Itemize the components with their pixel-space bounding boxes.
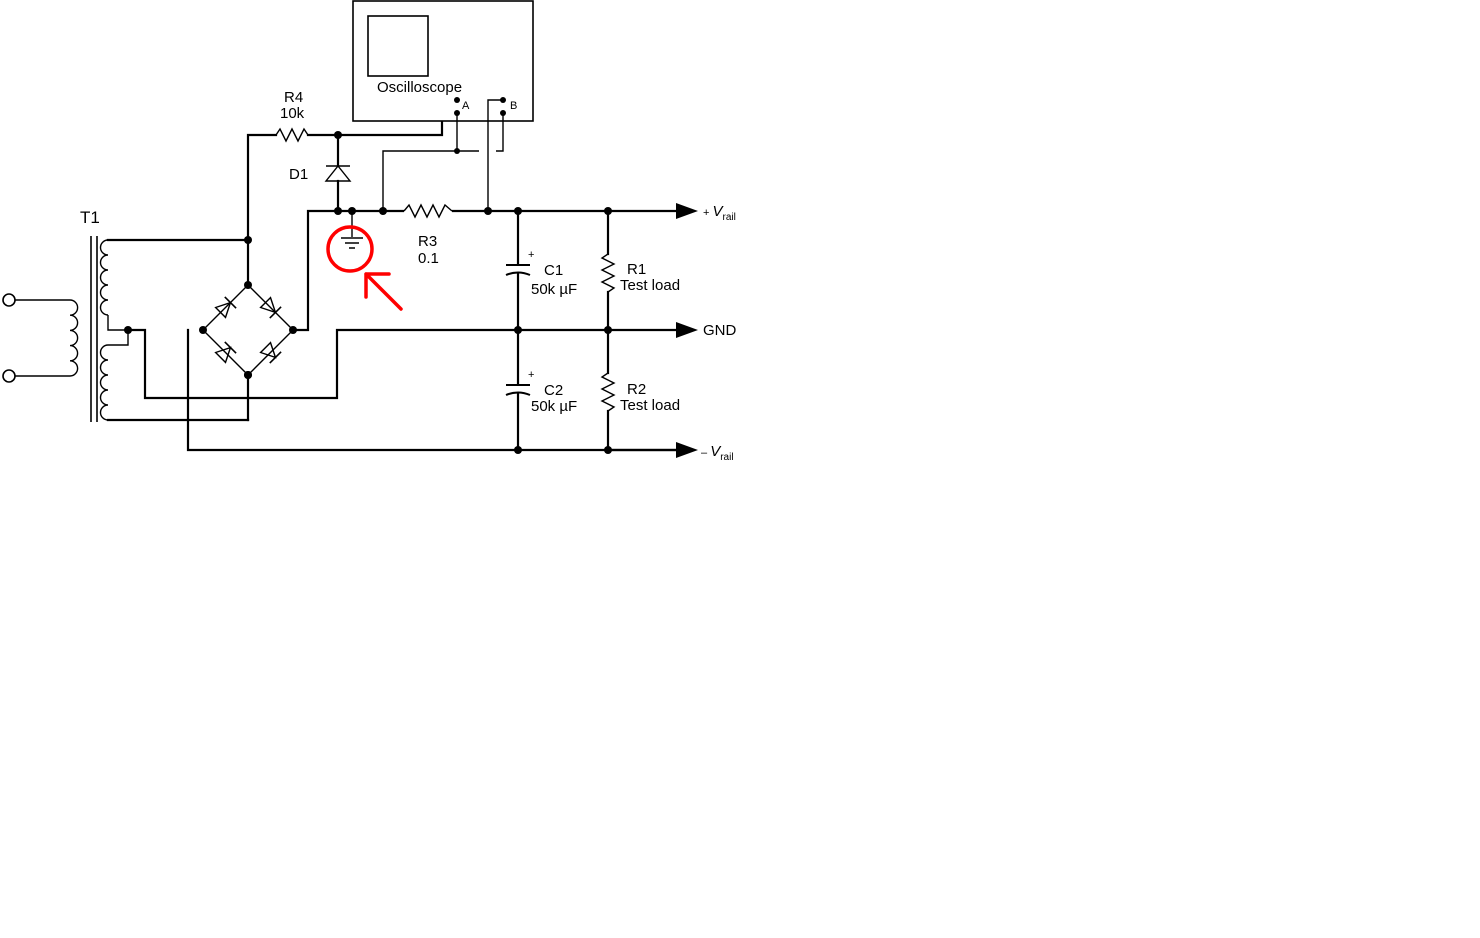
junction-bridge-right xyxy=(289,326,297,334)
primary-coil xyxy=(69,299,79,377)
oscilloscope-screen xyxy=(367,15,429,77)
r1-zigzag xyxy=(600,253,616,293)
bridge-diode-3 xyxy=(214,341,237,364)
secondary-wiring xyxy=(106,238,690,452)
junction-r2-bottom xyxy=(604,446,612,454)
input-terminal-bottom[interactable] xyxy=(2,369,16,383)
output-rails: + Vrail GND – Vrail xyxy=(516,203,737,463)
input-terminal-top[interactable] xyxy=(2,293,16,307)
bridge-diode-1 xyxy=(214,296,237,319)
secondary-coil-upper xyxy=(99,239,109,316)
c2-value: 50k µF xyxy=(531,398,577,415)
probe-a-ground-terminal[interactable] xyxy=(454,97,460,103)
junction-ct xyxy=(124,326,132,334)
junction-probe-a xyxy=(454,148,460,154)
oscilloscope[interactable]: Oscilloscope A B xyxy=(352,0,534,122)
junction-d1-rail xyxy=(334,207,342,215)
annotation-circle xyxy=(326,225,374,273)
bridge-rectifier xyxy=(199,209,612,422)
c1-value: 50k µF xyxy=(531,281,577,298)
c1-polarity: + xyxy=(528,249,534,261)
junction-secondary-bottom xyxy=(244,371,252,379)
r2-zigzag xyxy=(600,372,616,412)
junction-c1-gnd xyxy=(514,326,522,334)
channel-a-label: A xyxy=(462,100,470,112)
r3-resistor: R3 0.1 xyxy=(403,200,453,267)
mains-input xyxy=(2,293,70,383)
neg-rail-arrow xyxy=(676,442,698,458)
c1-capacitor: + C1 50k µF xyxy=(505,209,577,332)
r3-name: R3 xyxy=(418,233,437,250)
r1-name: R1 xyxy=(627,261,646,278)
gnd-label: GND xyxy=(703,322,737,339)
r1-value: Test load xyxy=(620,277,680,294)
r3-zigzag xyxy=(403,203,453,219)
probe-wiring xyxy=(382,99,504,211)
oscilloscope-label: Oscilloscope xyxy=(377,79,462,96)
d1-diode: D1 xyxy=(289,133,352,213)
junction-bridge-top xyxy=(244,281,252,289)
d1-anode-triangle xyxy=(324,164,352,182)
r4-value: 10k xyxy=(280,105,305,122)
r1-resistor: R1 Test load xyxy=(600,209,680,332)
c2-polarity: + xyxy=(528,369,534,381)
channel-b-label: B xyxy=(510,100,517,112)
bridge-diode-2 xyxy=(259,296,282,319)
junction-r1-gnd xyxy=(604,326,612,334)
secondary-coil-lower xyxy=(99,344,109,421)
r3-value: 0.1 xyxy=(418,250,439,267)
junction-c2-bottom xyxy=(514,446,522,454)
transformer-t1: T1 xyxy=(69,208,129,422)
bridge-diode-4 xyxy=(259,341,282,364)
r2-resistor: R2 Test load xyxy=(600,328,680,452)
r2-value: Test load xyxy=(620,397,680,414)
pos-rail-label: + Vrail xyxy=(703,203,736,223)
d1-name: D1 xyxy=(289,166,308,183)
annotation-arrow-icon xyxy=(364,272,403,311)
red-annotation xyxy=(326,225,403,311)
neg-rail-label: – Vrail xyxy=(701,443,734,463)
c2-capacitor: + C2 50k µF xyxy=(505,328,577,452)
c1-name: C1 xyxy=(544,262,563,279)
r4-zigzag xyxy=(275,127,309,143)
r4-name: R4 xyxy=(284,89,303,106)
c2-name: C2 xyxy=(544,382,563,399)
transformer-label: T1 xyxy=(80,208,100,227)
ground-symbol xyxy=(341,211,363,249)
junction-bridge-left xyxy=(199,326,207,334)
pos-rail-arrow xyxy=(676,203,698,219)
gnd-arrow xyxy=(676,322,698,338)
r2-name: R2 xyxy=(627,381,646,398)
junction-ground-rail xyxy=(348,207,356,215)
